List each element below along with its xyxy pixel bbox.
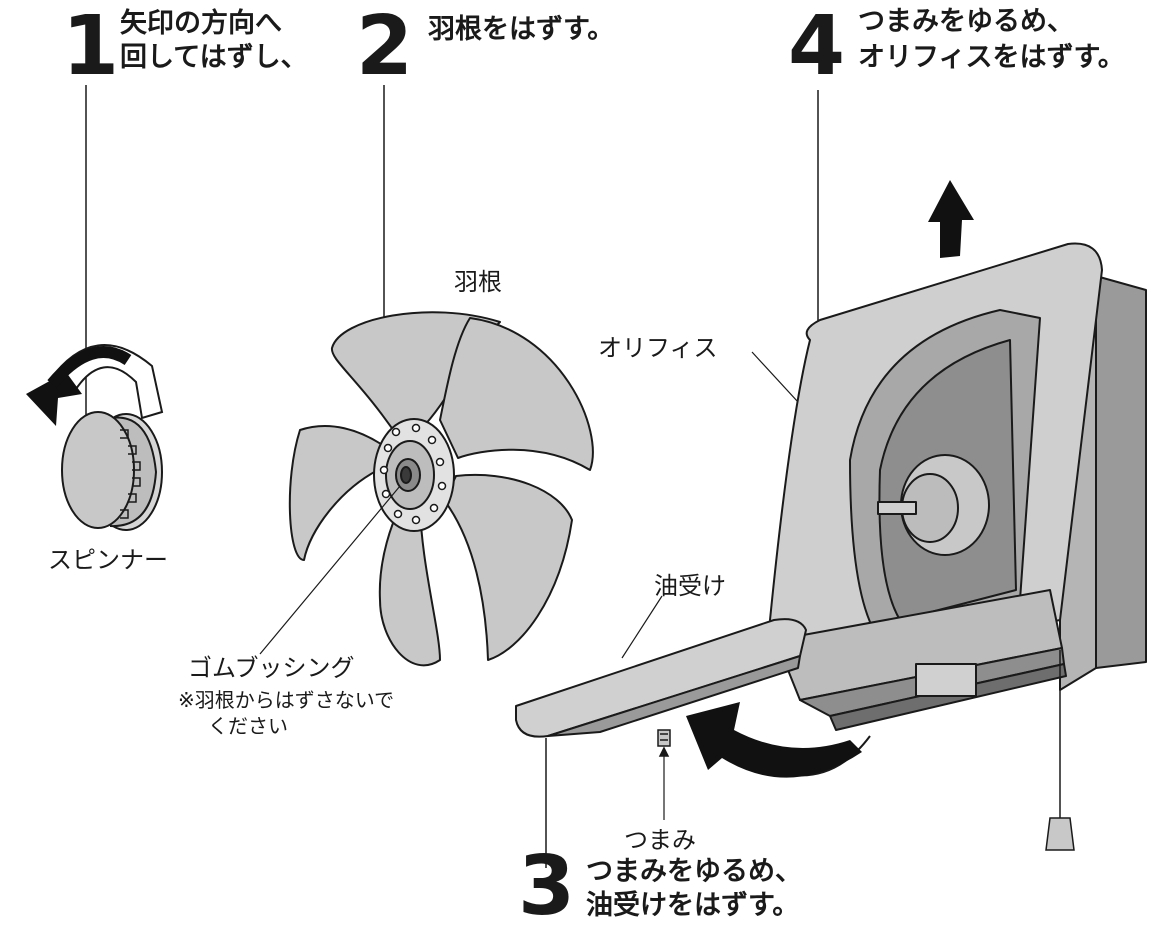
spinner [26, 344, 164, 531]
step3-text-line1: つまみをゆるめ、 [586, 856, 802, 887]
step1-text-line2: 回してはずし、 [120, 42, 308, 73]
spinner-label: スピンナー [48, 546, 168, 574]
pull-cord [1045, 650, 1075, 851]
bushing-note-line1: ※羽根からはずさないで [178, 688, 395, 712]
step4-text-line1: つまみをゆるめ、 [858, 6, 1074, 37]
oil-tray-label: 油受け [654, 572, 726, 600]
rubber-bushing-label: ゴムブッシング [188, 654, 355, 682]
step3-text-line2: 油受けをはずす。 [586, 890, 800, 921]
curved-arrow-icon [686, 702, 871, 778]
blade-label: 羽根 [454, 268, 502, 296]
oil-tray-leader-line [621, 595, 663, 659]
hub-holes [379, 423, 447, 525]
step4-number: 4 [788, 0, 846, 94]
step3-number: 3 [518, 839, 576, 934]
bushing-note-line2: ください [208, 714, 288, 738]
oil-tray [515, 618, 807, 738]
orifice-leader-line [751, 351, 799, 403]
step4-text-line2: オリフィスをはずす。 [858, 42, 1125, 73]
step2-number: 2 [356, 0, 414, 94]
up-arrow-icon [928, 180, 974, 258]
step1-text-line1: 矢印の方向へ [120, 8, 282, 39]
fan-housing [769, 242, 1147, 731]
knob-label: つまみ [624, 826, 696, 854]
step2-text-line1: 羽根をはずす。 [428, 14, 615, 45]
step1-number: 1 [62, 0, 120, 94]
knob-screw [657, 729, 671, 757]
fan-blade [288, 311, 594, 667]
bushing-leader-line [259, 485, 401, 655]
rotation-arrow-icon [26, 372, 82, 426]
orifice-label: オリフィス [598, 334, 718, 362]
